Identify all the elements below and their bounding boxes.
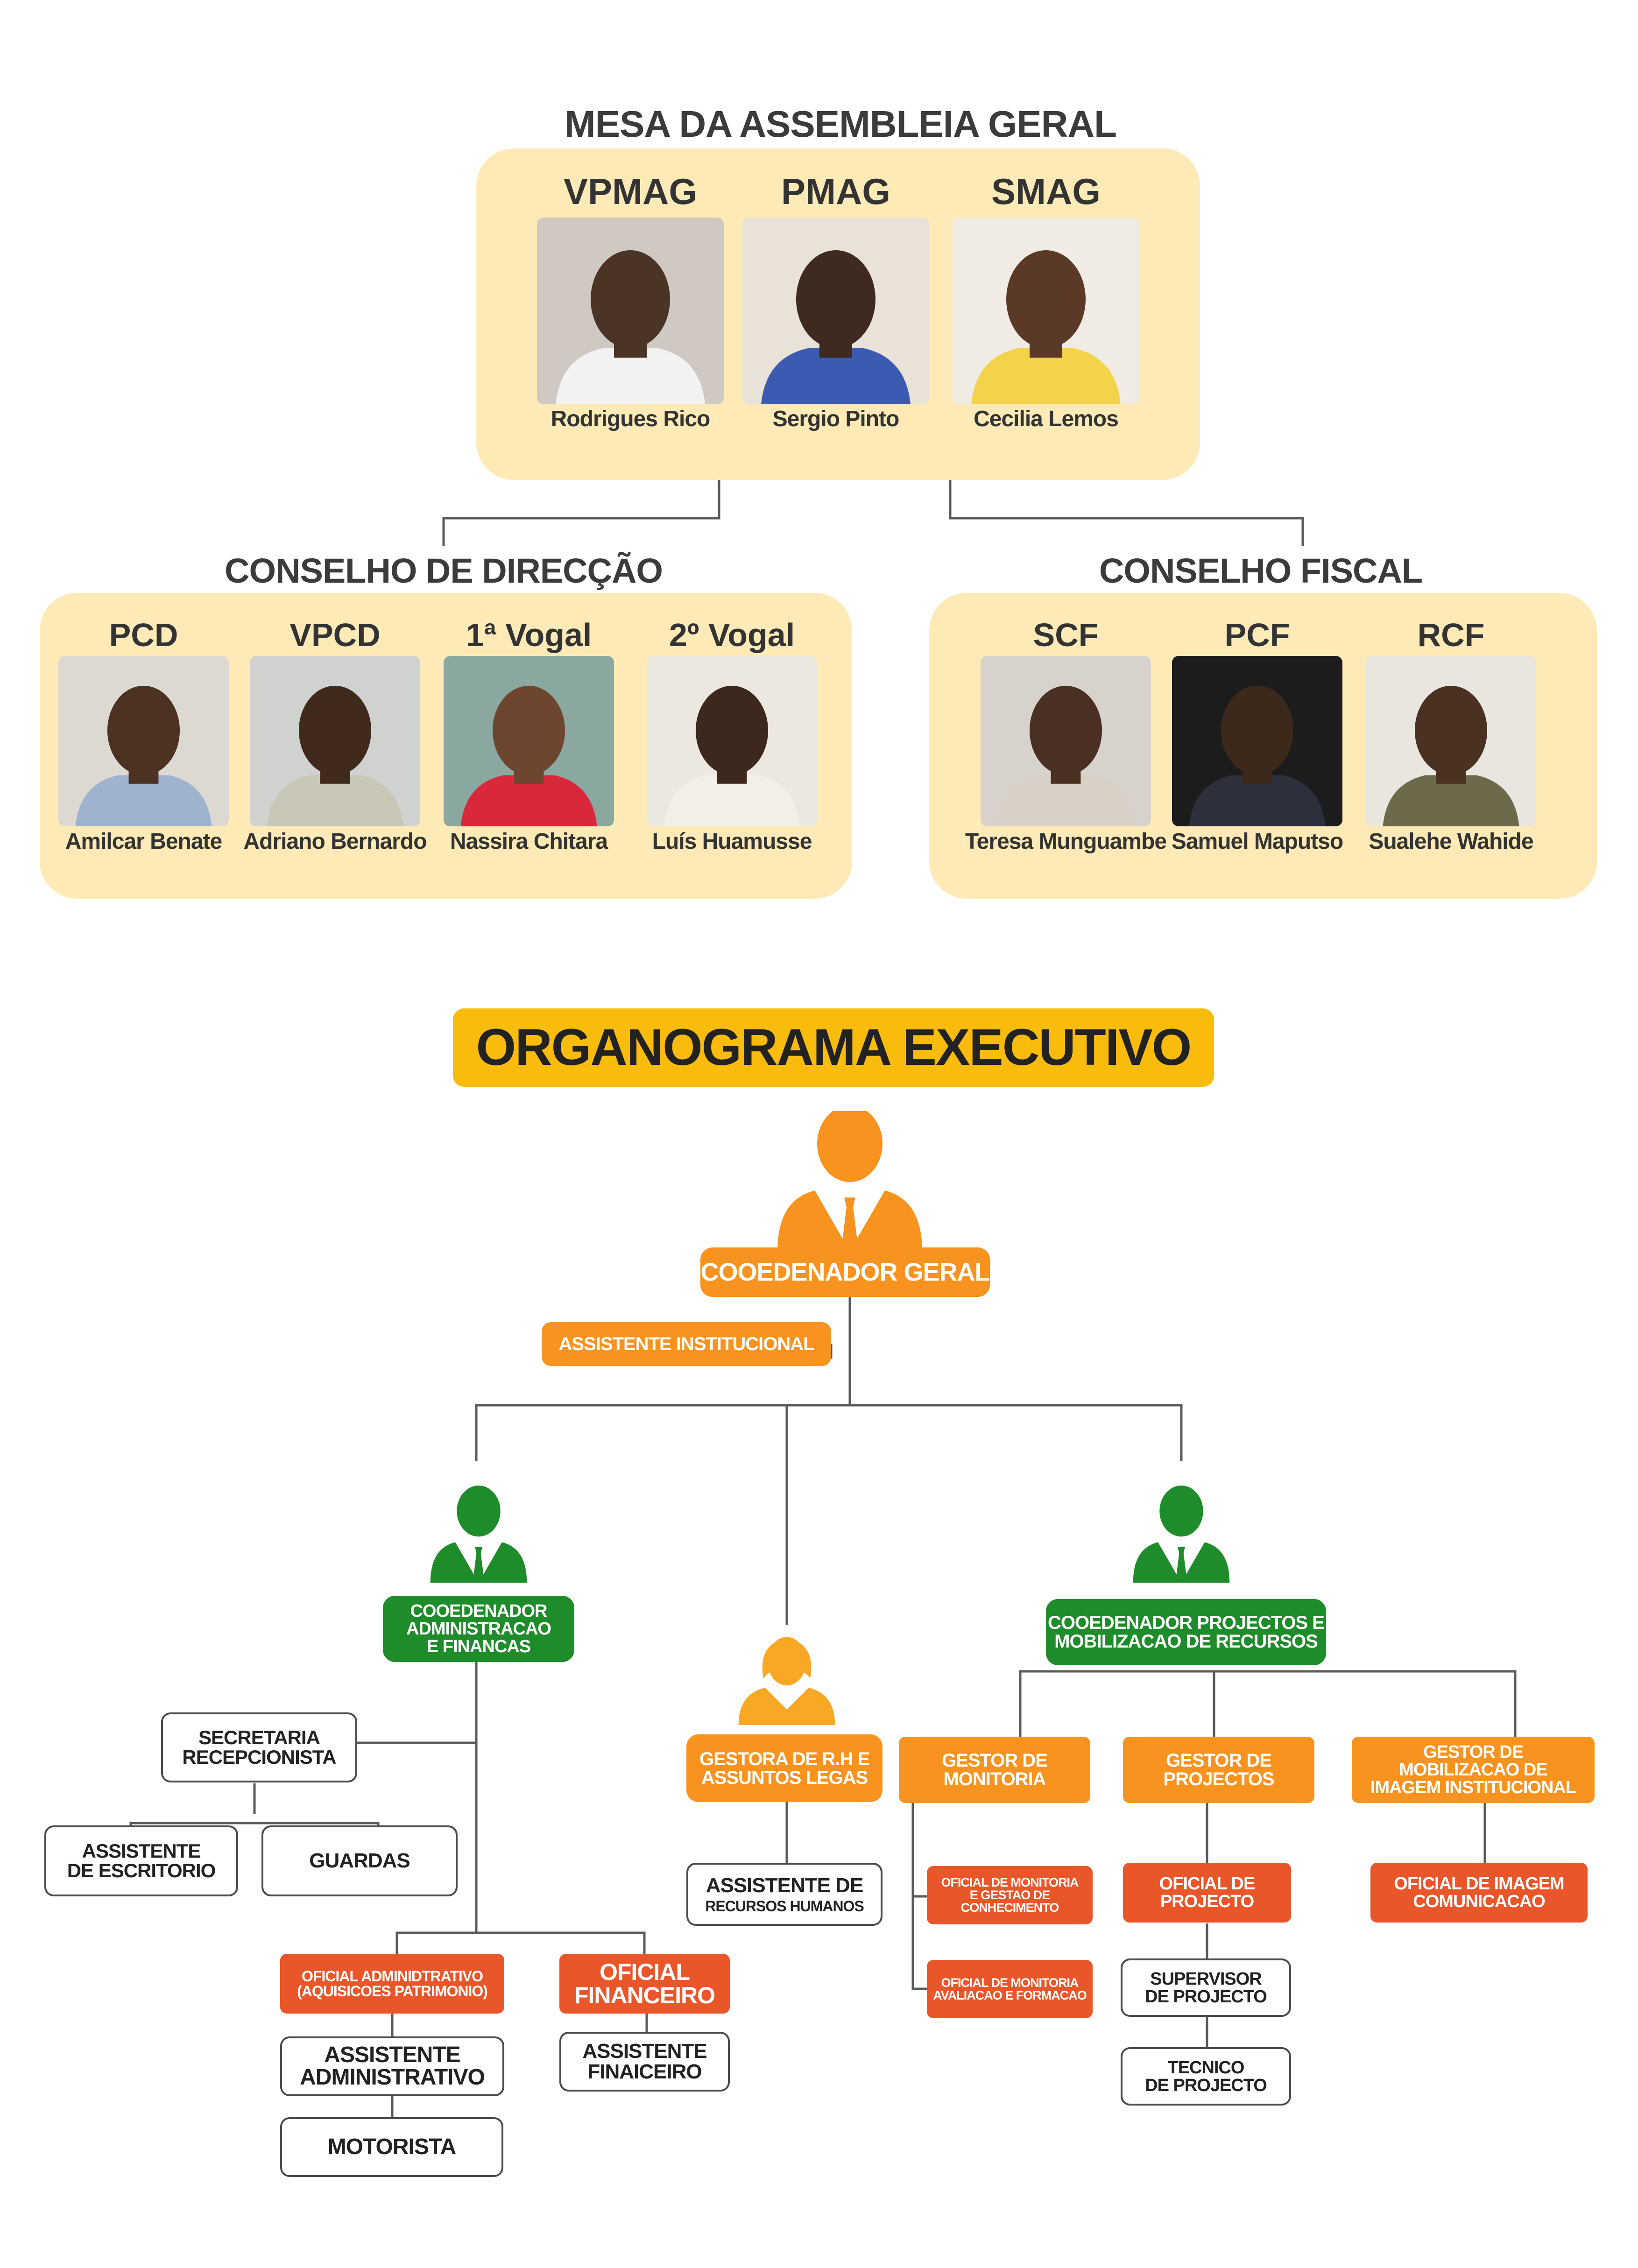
- fiscal-name-0: Teresa Munguambe: [965, 829, 1167, 854]
- gestora-rh-box: GESTORA DE R.H E ASSUNTOS LEGAS: [686, 1734, 883, 1802]
- assistente-rh-label-top: ASSISTENTE DE: [706, 1874, 864, 1897]
- fiscal-name-1: Samuel Maputso: [1171, 829, 1343, 854]
- oficial-administrativo-box: OFICIAL ADMINIDTRATIVO (AQUISICOES PATRI…: [280, 1954, 504, 2014]
- direccao-name-2: Nassira Chitara: [450, 829, 608, 854]
- assembleia-role-1: PMAG: [781, 171, 890, 212]
- person-icon-coordenador-admin: [430, 1486, 527, 1583]
- assembleia-role-2: SMAG: [991, 171, 1101, 212]
- assembleia-name-2: Cecilia Lemos: [974, 407, 1119, 431]
- assembleia-name-1: Sergio Pinto: [772, 407, 900, 431]
- assistente-rh-label-bottom: RECURSOS HUMANOS: [705, 1897, 864, 1915]
- supervisor-projecto-box: SUPERVISOR DE PROJECTO: [1121, 1958, 1291, 2017]
- fiscal-role-1: PCF: [1224, 617, 1290, 653]
- motorista-box: MOTORISTA: [280, 2117, 503, 2177]
- assistente-escritorio-box: ASSISTENTE DE ESCRITORIO: [44, 1825, 238, 1896]
- person-icon-coordenador-projectos: [1133, 1486, 1230, 1583]
- gestor-mobilizacao-box: GESTOR DE MOBILIZACAO DE IMAGEM INSTITUC…: [1352, 1737, 1595, 1803]
- direccao-name-0: Amilcar Benate: [65, 829, 222, 854]
- direccao-name-1: Adriano Bernardo: [243, 829, 427, 854]
- person-icon-coordenador-geral: [777, 1111, 922, 1251]
- assistente-rh-box: ASSISTENTE DE RECURSOS HUMANOS: [686, 1863, 883, 1926]
- fiscal-photo-1: [1172, 656, 1342, 826]
- direccao-role-0: PCD: [109, 617, 178, 653]
- direccao-photo-1: [250, 656, 420, 826]
- person-icon-gestora-rh: [738, 1637, 835, 1725]
- coordenador-geral-box: COOEDENADOR GERAL: [700, 1247, 990, 1297]
- gestor-projectos-box: GESTOR DE PROJECTOS: [1123, 1737, 1314, 1803]
- coordenador-projectos-box: COOEDENADOR PROJECTOS E MOBILIZACAO DE R…: [1046, 1599, 1326, 1665]
- assembleia-photo-0: [537, 218, 724, 404]
- assembleia-photo-2: [953, 218, 1139, 404]
- fiscal-role-0: SCF: [1033, 617, 1099, 653]
- tecnico-projecto-box: TECNICO DE PROJECTO: [1121, 2047, 1291, 2106]
- direccao-photo-3: [647, 656, 817, 826]
- assistente-financeiro-box: ASSISTENTE FINAICEIRO: [559, 2032, 730, 2092]
- fiscal-photo-2: [1366, 656, 1536, 826]
- direccao-photo-2: [444, 656, 614, 826]
- secretaria-box: SECRETARIA RECEPCIONISTA: [161, 1712, 357, 1782]
- exec-title-bar: [453, 1008, 1214, 1087]
- exec-title: ORGANOGRAMA EXECUTIVO: [476, 1019, 1192, 1076]
- direccao-title: CONSELHO DE DIRECÇÃO: [225, 551, 663, 590]
- coordenador-admin-box: COOEDENADOR ADMINISTRACAO E FINANCAS: [383, 1596, 574, 1662]
- oficial-imagem-box: OFICIAL DE IMAGEM COMUNICACAO: [1370, 1863, 1588, 1923]
- oficial-projecto-box: OFICIAL DE PROJECTO: [1123, 1863, 1291, 1923]
- assistente-institucional-box: ASSISTENTE INSTITUCIONAL: [542, 1322, 831, 1366]
- direccao-role-2: 1ª Vogal: [466, 617, 592, 653]
- direccao-role-1: VPCD: [289, 617, 381, 653]
- assembleia-title: MESA DA ASSEMBLEIA GERAL: [565, 103, 1117, 145]
- fiscal-name-2: Sualehe Wahide: [1369, 829, 1533, 854]
- gestor-monitoria-box: GESTOR DE MONITORIA: [899, 1737, 1090, 1803]
- oficial-financeiro-box: OFICIAL FINANCEIRO: [559, 1954, 730, 2014]
- direccao-role-3: 2º Vogal: [669, 617, 795, 653]
- direccao-name-3: Luís Huamusse: [652, 829, 812, 854]
- oficial-monitoria-avaliacao-box: OFICIAL DE MONITORIA AVALIACAO E FORMACA…: [927, 1960, 1093, 2018]
- guardas-box: GUARDAS: [261, 1825, 458, 1896]
- assembleia-photo-1: [742, 218, 929, 404]
- assembleia-role-0: VPMAG: [563, 171, 698, 212]
- assistente-administrativo-box: ASSISTENTE ADMINISTRATIVO: [280, 2036, 504, 2096]
- oficial-monitoria-conhecimento-box: OFICIAL DE MONITORIA E GESTAO DE CONHECI…: [927, 1866, 1093, 1924]
- fiscal-role-2: RCF: [1417, 617, 1485, 653]
- fiscal-photo-0: [981, 656, 1151, 826]
- fiscal-title: CONSELHO FISCAL: [1099, 551, 1423, 590]
- direccao-photo-0: [58, 656, 229, 826]
- assembleia-name-0: Rodrigues Rico: [551, 407, 711, 431]
